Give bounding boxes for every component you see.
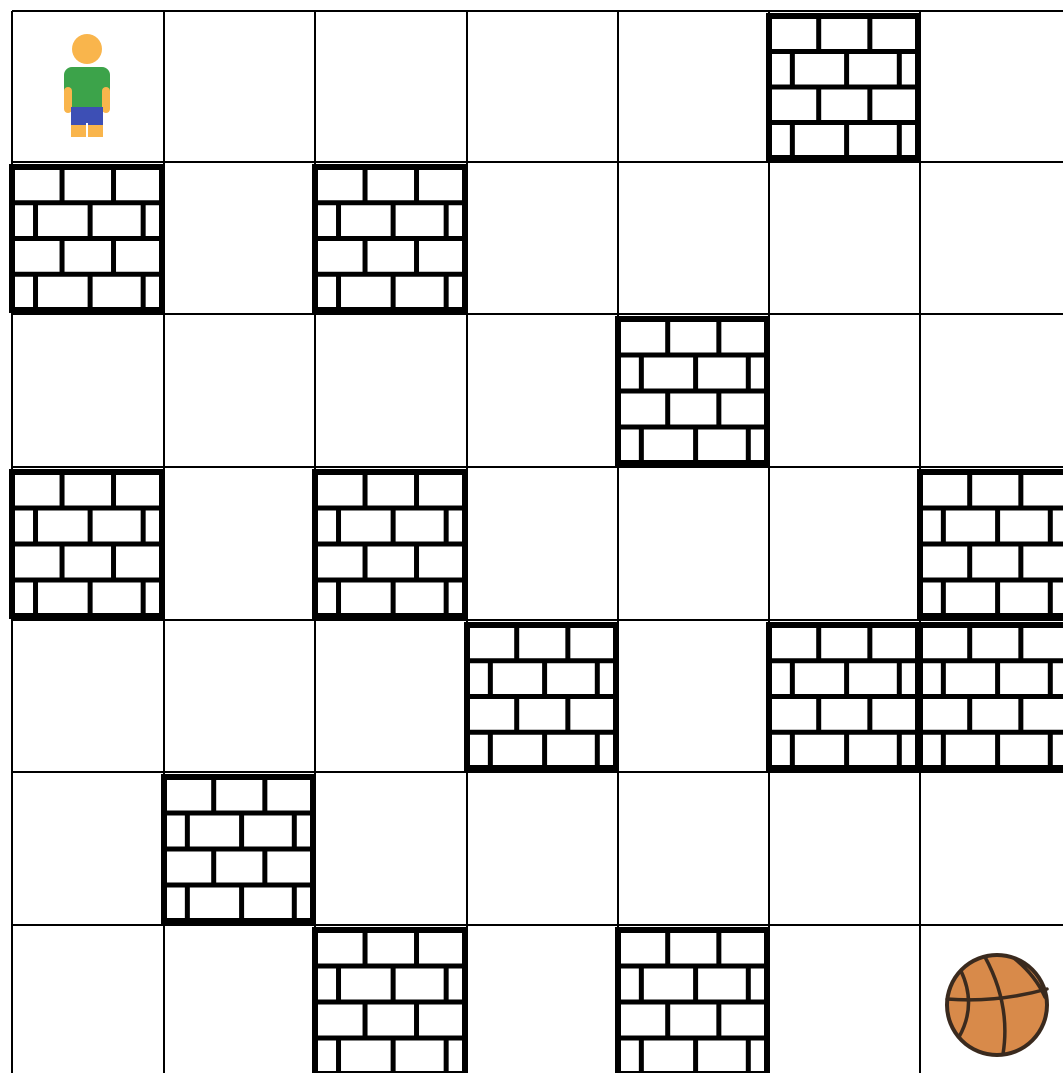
brick-wall-icon [312,472,468,616]
brick-wall-icon [9,472,165,616]
person-arm-left [64,87,72,113]
grid-cell [467,772,618,925]
grid-cell [618,772,769,925]
grid-cell [315,620,467,772]
grid-cell [164,620,315,772]
grid-cell [164,11,315,162]
grid-cell [467,925,618,1073]
grid-cell [467,11,618,162]
grid-cell [769,314,920,467]
grid-cell [920,11,1063,162]
grid-cell [618,162,769,314]
person-shorts [71,107,103,125]
grid-cell [618,11,769,162]
grid-cell [12,772,164,925]
grid-cell [164,314,315,467]
grid-cell [769,467,920,620]
grid-cell [769,162,920,314]
grid-cell [12,620,164,772]
person-arm-right [102,87,110,113]
brick-wall-icon [9,167,165,310]
grid-cell [467,314,618,467]
grid-cell [315,314,467,467]
brick-wall-icon [312,930,468,1073]
grid-cell [920,772,1063,925]
grid-cell [618,620,769,772]
brick-wall-icon [917,472,1063,616]
person-head [72,34,102,64]
grid-cell [12,925,164,1073]
grid-cell [164,467,315,620]
grid-cell [769,925,920,1073]
grid-cell [315,772,467,925]
grid-cell [920,314,1063,467]
brick-wall-icon [464,625,619,768]
brick-wall-icon [161,777,316,921]
grid-cell [164,925,315,1073]
grid-cell [769,772,920,925]
brick-wall-icon [917,625,1063,768]
grid-cell [467,467,618,620]
grid-cell [164,162,315,314]
brick-wall-icon [312,167,468,310]
grid-cell [920,162,1063,314]
brick-wall-icon [766,16,921,158]
brick-wall-icon [615,930,770,1073]
grid-cell [12,314,164,467]
grid-cell [315,11,467,162]
grid-cell [467,162,618,314]
basketball-icon [947,955,1047,1055]
brick-wall-icon [766,625,921,768]
brick-wall-icon [615,319,770,463]
grid-cell [618,467,769,620]
